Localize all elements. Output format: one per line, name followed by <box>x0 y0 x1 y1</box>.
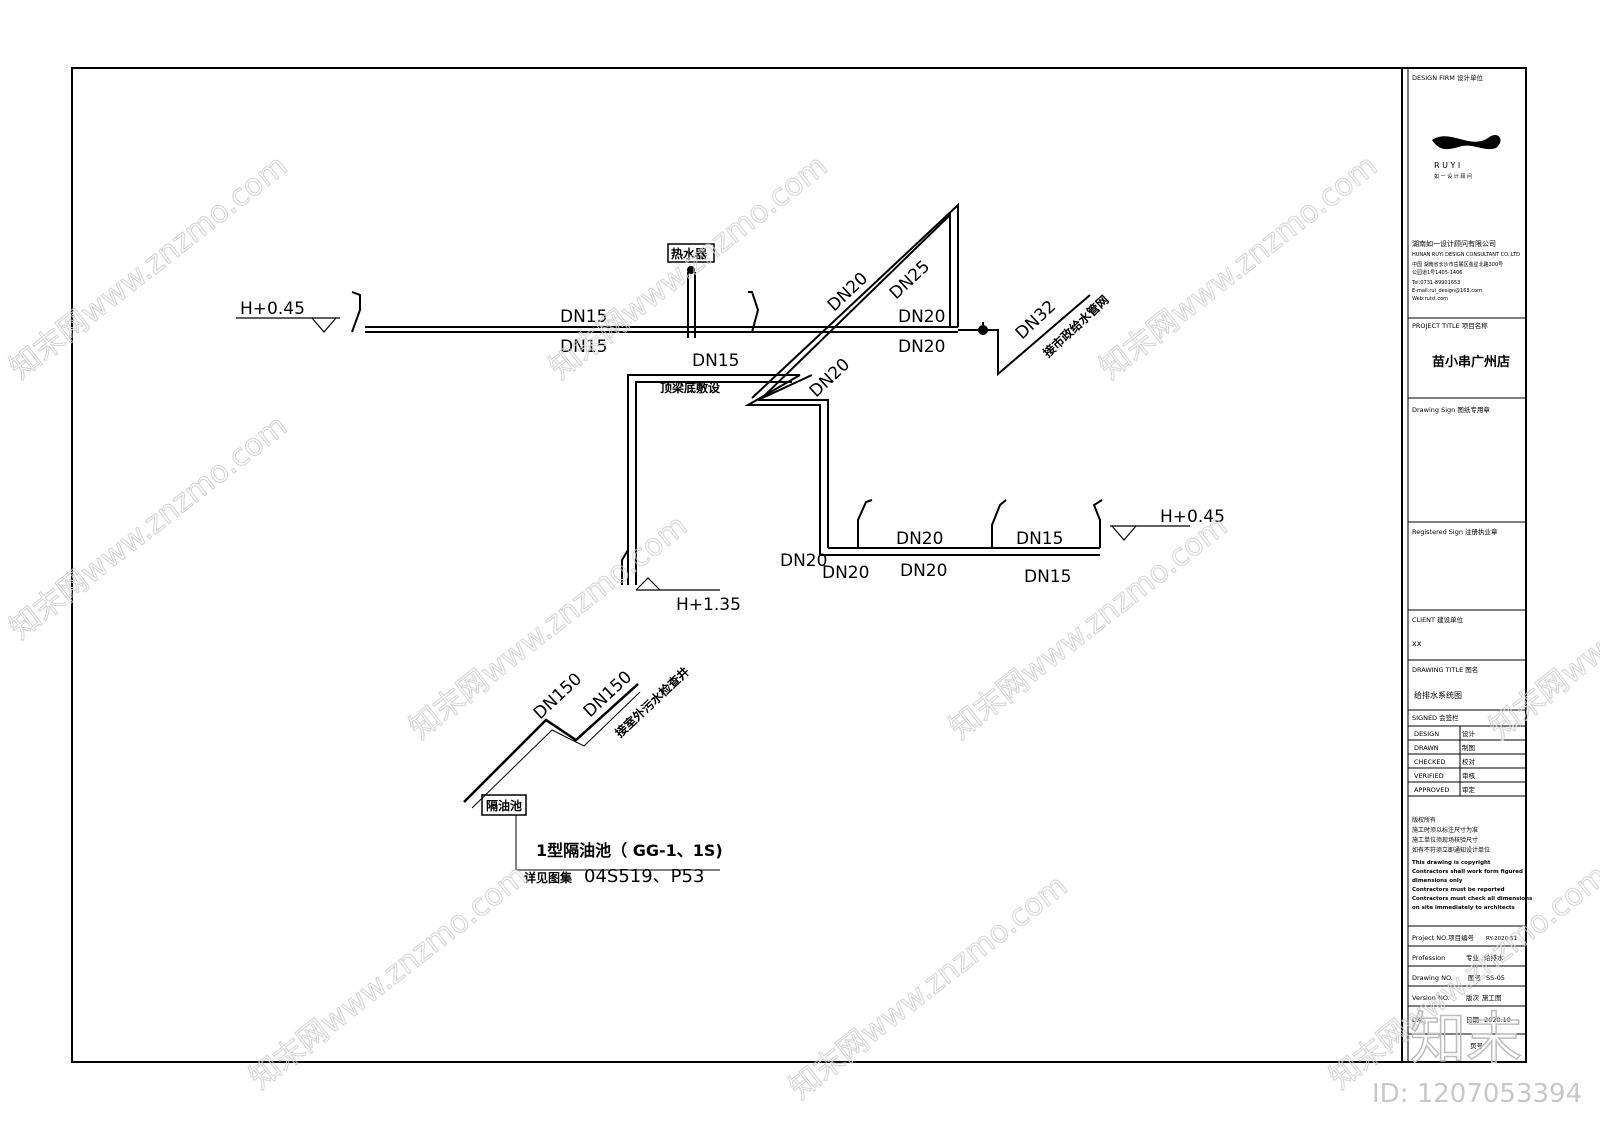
note-cn-2: 施工时须以标注尺寸为准 <box>1412 826 1478 834</box>
drawing-no-label: Drawing NO. <box>1412 974 1453 982</box>
profession-cn: 专业 <box>1466 953 1480 962</box>
atlas-label: 详见图集 <box>524 870 573 885</box>
project-title-label: PROJECT TITLE 项目名称 <box>1412 321 1488 330</box>
atlas-ref: 04S519、P53 <box>584 866 704 887</box>
date-value: 2020.10 <box>1484 1016 1511 1024</box>
sign-row-drawn-en: DRAWN <box>1414 744 1439 752</box>
version-cn: 版次 <box>1466 993 1480 1002</box>
signed-label: SIGNED 会签栏 <box>1412 713 1459 722</box>
pipe-label-dn25: DN25 <box>886 257 934 304</box>
date-cn: 日期 <box>1466 1016 1480 1024</box>
drawing-title: 给排水系统图 <box>1414 690 1462 700</box>
sign-row-approved-en: APPROVED <box>1414 786 1449 794</box>
company-tel: Tel:0731-89901653 <box>1411 280 1460 286</box>
pipe-label-dn15-top: DN15 <box>560 307 607 327</box>
note-cn-4: 如有不符须立即通知设计单位 <box>1412 846 1490 854</box>
company-name-en: HUNAN RUYI DESIGN CONSULTANT CO.,LTD <box>1412 252 1520 258</box>
note-en-5: Contractors must check all dimensions <box>1412 896 1533 902</box>
sign-row-design-en: DESIGN <box>1414 730 1439 738</box>
pipe-label-dn20-bottom-right: DN20 <box>898 337 945 357</box>
client-value: xx <box>1412 639 1422 648</box>
pipe-label-dn20-row-c: DN20 <box>900 561 947 581</box>
note-cn-1: 版权所有 <box>1412 816 1436 824</box>
sign-row-approved-cn: 审定 <box>1462 785 1476 794</box>
pipe-label-dn20-diag-low: DN20 <box>806 355 854 402</box>
sign-row-verified-cn: 审核 <box>1462 771 1476 780</box>
project-title: 苗小串广州店 <box>1432 354 1510 370</box>
note-en-2: Contractors shall work form figured <box>1412 869 1523 875</box>
drawing-no: SS-05 <box>1486 974 1505 982</box>
sign-row-checked-cn: 校对 <box>1462 757 1476 766</box>
beam-note: 顶梁底敷设 <box>660 380 721 395</box>
drawing-title-label: DRAWING TITLE 图名 <box>1412 665 1478 674</box>
drawing-sign-label: Drawing Sign 图纸专用章 <box>1412 405 1490 414</box>
elevation-label-left: H+0.45 <box>240 299 305 319</box>
pipe-label-dn20-row-b: DN20 <box>896 529 943 549</box>
design-firm-label: DESIGN FIRM 设计单位 <box>1412 73 1483 82</box>
client-label: CLIENT 建设单位 <box>1412 615 1464 624</box>
date-label: DA <box>1412 1016 1422 1024</box>
pipe-label-dn15-mid: DN15 <box>692 351 739 371</box>
note-en-4: Contractors must be reported <box>1412 887 1505 893</box>
profession-label: Profession <box>1412 954 1445 962</box>
project-no: RY-2020-51 <box>1486 936 1517 942</box>
company-web: Web:ruist.com <box>1412 296 1448 302</box>
pipe-label-dn20-row-a: DN20 <box>822 563 869 583</box>
title-block <box>1408 317 1526 1035</box>
pipe-label-dn20-top-right: DN20 <box>898 307 945 327</box>
pipe-label-dn15-row-b: DN15 <box>1024 567 1071 587</box>
sign-row-design-cn: 设计 <box>1462 729 1476 738</box>
company-address: 中国 湖南省长沙市岳麓区金星北路300号 <box>1412 261 1503 268</box>
grease-trap-model: 1型隔油池（ GG-1、1S) <box>536 841 723 860</box>
note-en-3: dimensions only <box>1412 878 1463 884</box>
pipe-label-dn20-vert: DN20 <box>780 551 827 571</box>
sign-row-drawn-cn: 制图 <box>1462 743 1475 752</box>
sign-row-verified-en: VERIFIED <box>1414 772 1444 780</box>
note-en-1: This drawing is copyright <box>1412 860 1491 866</box>
version-label: Version NO. <box>1412 994 1450 1002</box>
pipe-label-dn15-row-a: DN15 <box>1016 529 1063 549</box>
heater-label: 热水器 <box>671 246 708 261</box>
note-cn-3: 施工单位须现场核验尺寸 <box>1412 836 1478 844</box>
grease-trap-label: 隔油池 <box>486 798 522 813</box>
elevation-markers <box>236 317 1190 591</box>
registered-sign-label: Registered Sign 注册执业章 <box>1412 527 1498 536</box>
version-value: 施工图 <box>1482 993 1502 1002</box>
company-name-cn: 湖南如一设计顾问有限公司 <box>1412 239 1496 248</box>
company-address-2: 公园道1号1405-1406 <box>1412 269 1462 276</box>
pipe-label-dn150-a: DN150 <box>530 669 586 723</box>
pipe-label-dn32: DN32 <box>1012 297 1060 344</box>
elevation-label-low: H+1.35 <box>676 595 741 615</box>
profession-value: 给排水 <box>1484 953 1504 962</box>
logo-subtext: 如 一 设 计 顾 问 <box>1434 173 1472 180</box>
project-no-label: Project NO.项目编号 <box>1412 933 1475 942</box>
page-cn: 页号 <box>1470 1042 1484 1050</box>
drawing-no-cn: 图号 <box>1468 974 1482 982</box>
company-email: E-mail:rui_design@163.com <box>1412 288 1482 294</box>
note-en-6: on site immediately to architects <box>1412 905 1515 911</box>
pipe-label-dn15-bottom: DN15 <box>560 337 607 357</box>
logo-text: R U Y I <box>1434 161 1460 170</box>
sign-row-checked-en: CHECKED <box>1414 758 1445 766</box>
heater-tag <box>667 243 715 263</box>
elevation-label-right: H+0.45 <box>1160 507 1225 527</box>
ruyi-logo <box>1432 135 1501 150</box>
pipe-system-diagram <box>351 202 1103 871</box>
drawing-frame <box>71 67 1527 1063</box>
